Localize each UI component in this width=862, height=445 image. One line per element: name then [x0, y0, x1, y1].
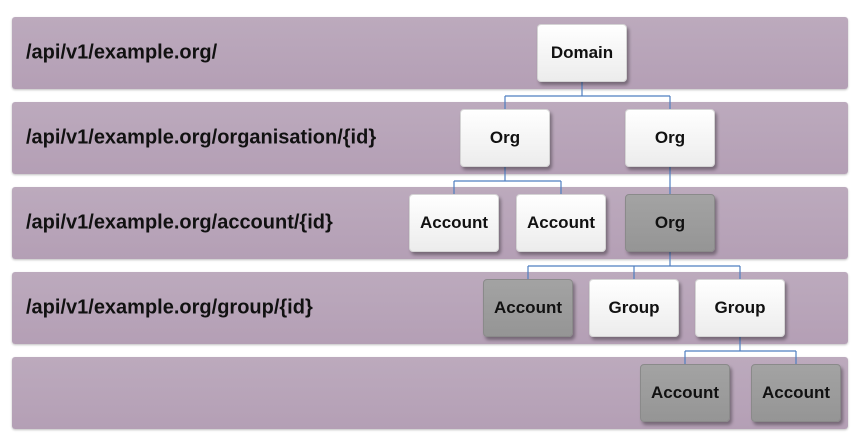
account-node: Account	[409, 194, 499, 252]
level-path-label: /api/v1/example.org/	[26, 41, 218, 64]
org-node: Org	[625, 109, 715, 167]
org-node-highlighted: Org	[625, 194, 715, 252]
group-node: Group	[695, 279, 785, 337]
domain-node: Domain	[537, 24, 627, 82]
account-node: Account	[516, 194, 606, 252]
account-node-highlighted: Account	[640, 364, 730, 422]
org-node: Org	[460, 109, 550, 167]
level-band-root: /api/v1/example.org/	[12, 17, 848, 89]
level-path-label: /api/v1/example.org/group/{id}	[26, 296, 313, 319]
account-node-highlighted: Account	[751, 364, 841, 422]
account-node-highlighted: Account	[483, 279, 573, 337]
level-path-label: /api/v1/example.org/organisation/{id}	[26, 126, 377, 149]
level-path-label: /api/v1/example.org/account/{id}	[26, 211, 333, 234]
group-node: Group	[589, 279, 679, 337]
